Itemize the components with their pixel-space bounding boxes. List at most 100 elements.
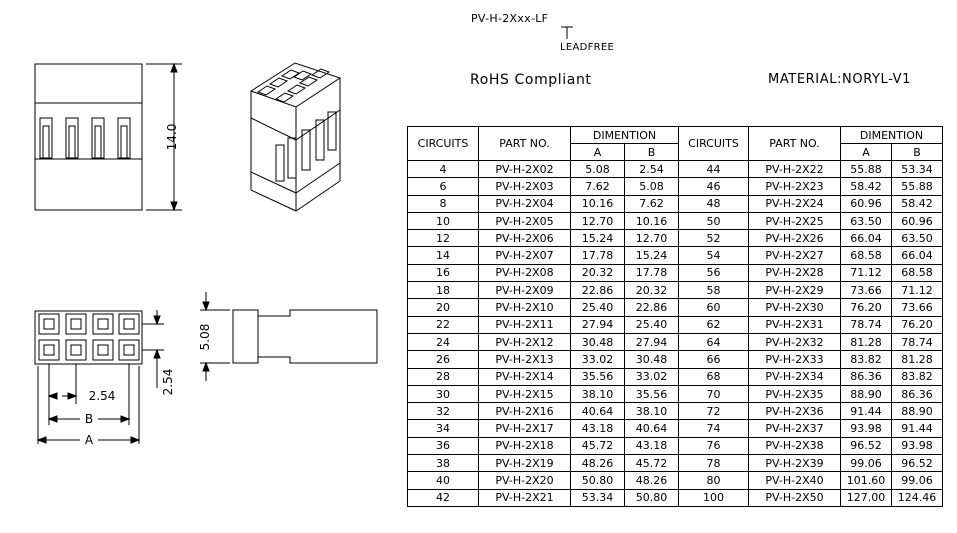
cell-dim-a: 17.78 <box>570 246 625 265</box>
cell-dim-b: 43.18 <box>623 436 680 456</box>
isometric-cavities <box>256 68 331 103</box>
vertical-pitch-label: 2.54 <box>161 369 175 396</box>
cell-part-no: PV-H-2X29 <box>748 281 842 300</box>
cell-dim-a: 12.70 <box>570 211 625 231</box>
cell-part-no: PV-H-2X05 <box>478 211 571 231</box>
cell-circuits: 20 <box>407 298 479 317</box>
cell-part-no: PV-H-2X40 <box>748 471 842 490</box>
cell-dim-b: 45.72 <box>623 454 680 473</box>
cell-dim-a: 35.56 <box>570 367 625 386</box>
cell-circuits: 68 <box>678 367 750 386</box>
cell-dim-b: 71.12 <box>891 281 944 300</box>
cell-dim-b: 81.28 <box>891 350 944 369</box>
cell-dim-b: 40.64 <box>623 419 680 438</box>
cell-part-no: PV-H-2X25 <box>748 211 842 231</box>
cell-dim-b: 86.36 <box>891 384 944 404</box>
cell-part-no: PV-H-2X02 <box>478 159 571 179</box>
cell-circuits: 48 <box>678 194 750 213</box>
cell-dim-a: 30.48 <box>570 332 625 352</box>
cell-dim-b: 73.66 <box>891 298 944 317</box>
header-circuits-right: CIRCUITS <box>678 126 750 161</box>
cell-dim-b: 78.74 <box>891 332 944 352</box>
cell-circuits: 62 <box>678 315 750 334</box>
cell-circuits: 6 <box>407 177 479 196</box>
cell-dim-a: 48.26 <box>570 454 625 473</box>
cell-dim-a: 7.62 <box>570 177 625 196</box>
dimension-a-label: A <box>85 433 94 447</box>
cell-part-no: PV-H-2X26 <box>748 229 842 248</box>
cell-circuits: 42 <box>407 488 479 507</box>
cell-circuits: 26 <box>407 350 479 369</box>
cell-dim-a: 15.24 <box>570 229 625 248</box>
cell-dim-a: 25.40 <box>570 298 625 317</box>
cell-dim-b: 58.42 <box>891 194 944 213</box>
leadfree-label: LEADFREE <box>560 42 615 53</box>
cell-dim-a: 53.34 <box>570 488 625 507</box>
cell-dim-a: 27.94 <box>570 315 625 334</box>
cell-circuits: 28 <box>407 367 479 386</box>
cell-circuits: 54 <box>678 246 750 265</box>
cell-dim-b: 38.10 <box>623 402 680 421</box>
cell-circuits: 100 <box>678 488 750 507</box>
cell-part-no: PV-H-2X03 <box>478 177 571 196</box>
cell-circuits: 24 <box>407 332 479 352</box>
cell-dim-a: 58.42 <box>840 177 893 196</box>
cell-dim-b: 50.80 <box>623 488 680 507</box>
cell-dim-a: 50.80 <box>570 471 625 490</box>
cell-dim-b: 91.44 <box>891 419 944 438</box>
cell-part-no: PV-H-2X15 <box>478 384 571 404</box>
cell-circuits: 58 <box>678 281 750 300</box>
cell-part-no: PV-H-2X17 <box>478 419 571 438</box>
cell-dim-a: 71.12 <box>840 263 893 283</box>
cell-part-no: PV-H-2X04 <box>478 194 571 213</box>
cell-part-no: PV-H-2X24 <box>748 194 842 213</box>
cell-part-no: PV-H-2X21 <box>478 488 571 507</box>
cell-dim-a: 86.36 <box>840 367 893 386</box>
cell-part-no: PV-H-2X16 <box>478 402 571 421</box>
header-dimention-right: DIMENTION <box>840 126 944 144</box>
cell-part-no: PV-H-2X07 <box>478 246 571 265</box>
cell-dim-b: 17.78 <box>623 263 680 283</box>
cell-dim-a: 99.06 <box>840 454 893 473</box>
cell-part-no: PV-H-2X27 <box>748 246 842 265</box>
cell-dim-a: 10.16 <box>570 194 625 213</box>
cell-dim-a: 91.44 <box>840 402 893 421</box>
side-view <box>200 292 378 381</box>
header-part-no-right: PART NO. <box>748 126 842 161</box>
cell-part-no: PV-H-2X34 <box>748 367 842 386</box>
cell-dim-b: 63.50 <box>891 229 944 248</box>
cell-dim-a: 66.04 <box>840 229 893 248</box>
cell-dim-a: 88.90 <box>840 384 893 404</box>
cell-circuits: 44 <box>678 159 750 179</box>
cell-part-no: PV-H-2X19 <box>478 454 571 473</box>
front-view <box>34 62 182 212</box>
cell-part-no: PV-H-2X31 <box>748 315 842 334</box>
cell-dim-b: 10.16 <box>623 211 680 231</box>
cell-dim-a: 45.72 <box>570 436 625 456</box>
cell-circuits: 14 <box>407 246 479 265</box>
cell-dim-a: 55.88 <box>840 159 893 179</box>
part-dimension-table: CIRCUITS PART NO. DIMENTION CIRCUITS PAR… <box>407 126 944 507</box>
cell-dim-b: 25.40 <box>623 315 680 334</box>
cell-part-no: PV-H-2X08 <box>478 263 571 283</box>
cell-circuits: 36 <box>407 436 479 456</box>
cell-dim-a: 20.32 <box>570 263 625 283</box>
cell-dim-a: 63.50 <box>840 211 893 231</box>
cell-dim-b: 93.98 <box>891 436 944 456</box>
cell-circuits: 60 <box>678 298 750 317</box>
cell-part-no: PV-H-2X30 <box>748 298 842 317</box>
cell-part-no: PV-H-2X32 <box>748 332 842 352</box>
cell-part-no: PV-H-2X11 <box>478 315 571 334</box>
